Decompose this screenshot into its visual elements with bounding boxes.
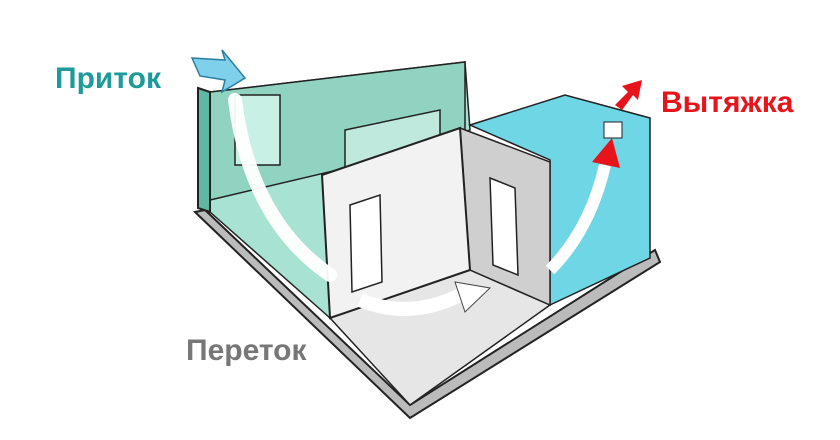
door-right	[489, 176, 519, 277]
supply-arrow-icon	[190, 49, 247, 94]
airflow-curve-2	[545, 163, 611, 275]
bedroom-left-wall	[197, 86, 211, 214]
overflow-arrow-icon	[357, 288, 464, 316]
bathroom-arrowhead	[592, 138, 620, 168]
airflow-curve-1	[228, 93, 337, 282]
supply-label: Приток	[55, 62, 161, 95]
door-left	[349, 193, 383, 294]
exhaust-label: Вытяжка	[661, 86, 794, 119]
exhaust-arrow-icon	[615, 80, 642, 110]
overflow-arrowhead	[454, 281, 492, 313]
exhaust-vent	[603, 121, 623, 139]
overflow-label: Переток	[186, 334, 307, 367]
